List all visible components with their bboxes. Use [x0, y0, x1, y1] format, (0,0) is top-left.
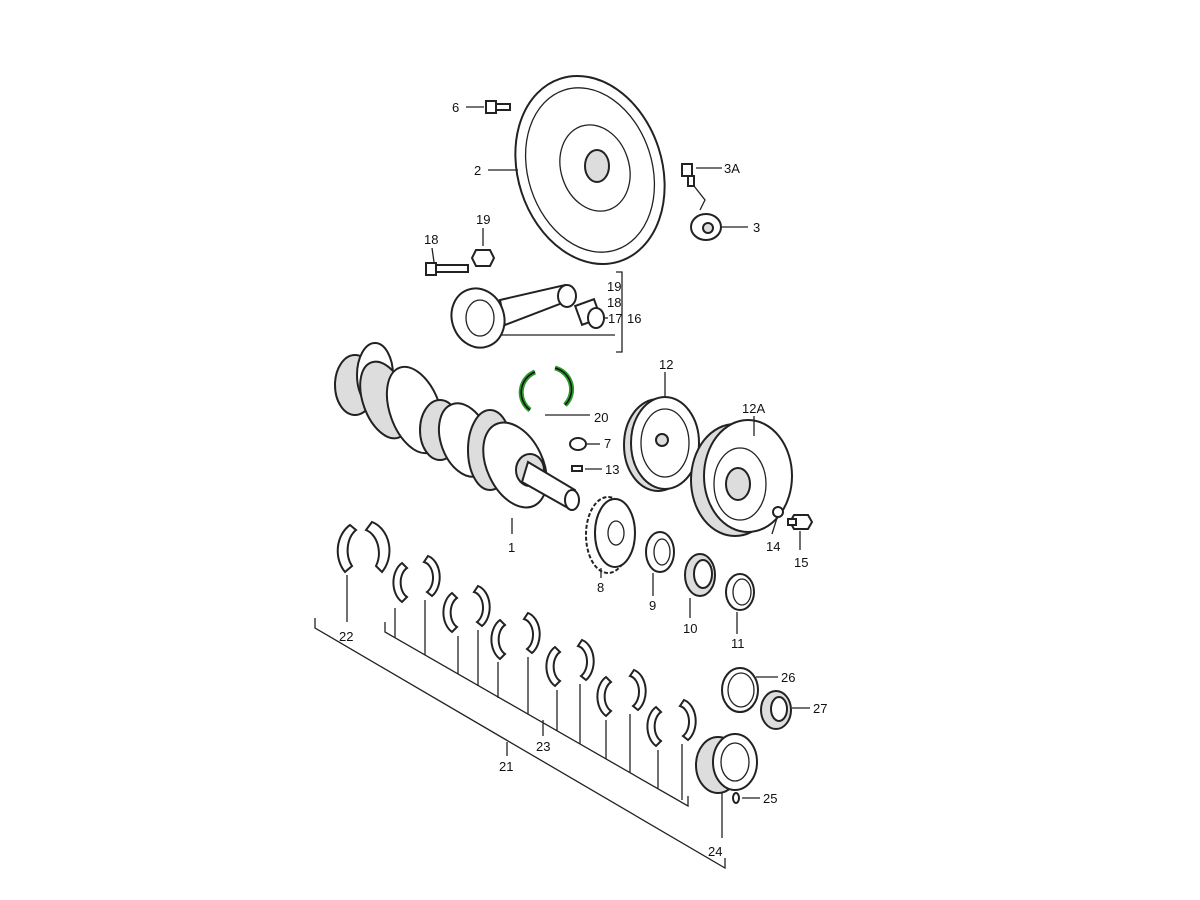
connecting-rod-part-16[interactable] [443, 281, 605, 355]
label-27: 27 [813, 701, 827, 716]
thrust-washer-part-20[interactable] [518, 365, 574, 412]
hub-part-3[interactable] [690, 213, 722, 241]
label-18: 18 [424, 232, 438, 247]
main-bearing-shells-part-23[interactable] [392, 554, 697, 748]
label-12a: 12A [742, 401, 765, 416]
snap-ring-part-11[interactable] [725, 573, 755, 611]
label-6: 6 [452, 100, 459, 115]
label-1: 1 [508, 540, 515, 555]
seal-part-27[interactable] [760, 690, 792, 730]
label-8: 8 [597, 580, 604, 595]
label-26: 26 [781, 670, 795, 685]
label-12: 12 [659, 357, 673, 372]
seal-part-10[interactable] [684, 553, 716, 597]
nut-part-19[interactable] [470, 249, 496, 267]
bearing-part-22[interactable] [336, 520, 391, 574]
label-9: 9 [649, 598, 656, 613]
crankshaft-part-1[interactable] [334, 342, 580, 518]
label-16: 16 [627, 311, 641, 326]
pulley-part-12a[interactable] [690, 419, 793, 537]
key-part-7[interactable] [569, 437, 587, 451]
label-3a: 3A [724, 161, 740, 176]
label-20: 20 [594, 410, 608, 425]
label-17: 17 [608, 311, 622, 326]
bearing-part-24[interactable] [695, 733, 758, 794]
label-23: 23 [536, 739, 550, 754]
ring-part-9[interactable] [645, 531, 675, 573]
bolt-part-6[interactable] [485, 100, 511, 114]
label-14: 14 [766, 539, 780, 554]
label-18-bracket: 18 [607, 295, 621, 310]
label-19: 19 [476, 212, 490, 227]
part-25[interactable] [732, 792, 740, 804]
label-19-bracket: 19 [607, 279, 621, 294]
flywheel-part-2[interactable] [492, 56, 688, 283]
label-7: 7 [604, 436, 611, 451]
label-21: 21 [499, 759, 513, 774]
label-25: 25 [763, 791, 777, 806]
rod-bolt-part-18[interactable] [425, 262, 469, 276]
bolt-part-3a[interactable] [681, 163, 695, 187]
label-2: 2 [474, 163, 481, 178]
pin-part-13[interactable] [571, 465, 583, 472]
label-11: 11 [731, 636, 745, 651]
label-24: 24 [708, 844, 722, 859]
label-3: 3 [753, 220, 760, 235]
pulley-part-12[interactable] [623, 396, 700, 492]
label-22: 22 [339, 629, 353, 644]
ring-part-26[interactable] [721, 667, 759, 713]
gear-part-8[interactable] [585, 496, 636, 574]
bolt-part-15[interactable] [787, 514, 814, 530]
label-10: 10 [683, 621, 697, 636]
label-15: 15 [794, 555, 808, 570]
label-13: 13 [605, 462, 619, 477]
